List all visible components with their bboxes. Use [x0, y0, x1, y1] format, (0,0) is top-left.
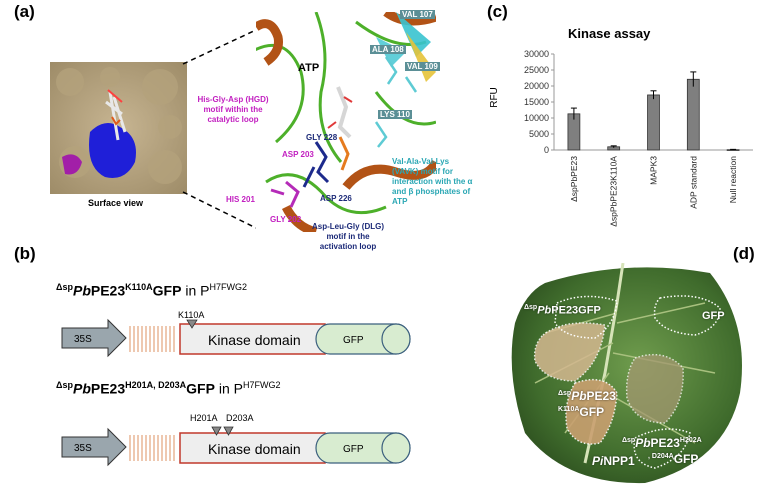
- panel-label-b: (b): [14, 244, 36, 263]
- leaf-label-pinpp1: PiNPP1: [592, 454, 635, 468]
- residue-asp226: ASP 226: [320, 194, 352, 203]
- residue-asp203: ASP 203: [282, 150, 314, 159]
- leaf-label-h202a: ΔspPbPE23H202A, D204AGFP: [622, 436, 702, 466]
- y-tick-label: 25000: [524, 65, 549, 75]
- x-tick-label: ADP standard: [688, 156, 698, 209]
- promoter-arrow: [61, 427, 127, 467]
- construct1-prefix: Δsp: [56, 282, 73, 292]
- panel-label-d: (d): [733, 244, 755, 263]
- residue-gly202: GLY 202: [270, 215, 302, 224]
- linker-stripes: [129, 435, 175, 461]
- leaf-photo: [505, 262, 745, 488]
- surface-view-panel: [50, 62, 187, 194]
- gfp-tag-label: GFP: [343, 335, 364, 346]
- gfp-tag-label: GFP: [343, 444, 364, 455]
- construct2-diagram: 35S Kinase domain GFP: [61, 427, 411, 467]
- leaf-label-gfp: GFP: [702, 310, 725, 322]
- kinase-domain-box: [179, 432, 326, 464]
- construct2-mutation: H201A, D203A: [125, 380, 187, 390]
- y-tick-label: 10000: [524, 113, 549, 123]
- mutation-k110a-label: K110A: [178, 310, 205, 320]
- protein-surface-image: [50, 62, 187, 194]
- construct2-gene: PE23: [90, 380, 126, 397]
- residue-val109: VAL 109: [405, 62, 440, 71]
- x-tick-label: MAPK3: [649, 156, 659, 185]
- construct2-title: ΔspPbPE23H201A, D203AGFP in PH7FWG2: [56, 380, 280, 397]
- leaf-label-pbpe23gfp: ΔspPbPE23GFP: [524, 304, 601, 317]
- construct1-diagram: 35S Kinase domain GFP: [61, 318, 411, 358]
- surface-view-caption: Surface view: [88, 198, 144, 208]
- construct1-title: ΔspPbPE23K110AGFP in PH7FWG2: [56, 282, 247, 299]
- residue-gly228: GLY 228: [306, 133, 338, 142]
- y-tick-label: 15000: [524, 97, 549, 107]
- vavk-motif-annotation: Val-Ala-Val-Lys (VAVK) motif for interac…: [392, 157, 473, 206]
- hgd-motif-annotation: His-Gly-Asp (HGD) motif within the catal…: [197, 95, 269, 124]
- mutation-d203a-label: D203A: [226, 413, 254, 423]
- panel-label-a: (a): [14, 2, 35, 21]
- x-tick-label: Null reaction: [728, 156, 738, 204]
- leaf-image: [505, 262, 745, 488]
- residue-ala108: ALA 108: [370, 45, 406, 54]
- linker-stripes: [129, 326, 175, 352]
- construct2-prefix: Δsp: [56, 380, 73, 390]
- mutation-h201a-label: H201A: [190, 413, 218, 423]
- construct1-species: Pb: [72, 282, 91, 299]
- y-tick-label: 5000: [529, 129, 549, 139]
- construct1-mutation: K110A: [125, 282, 153, 292]
- bar: [647, 94, 660, 151]
- construct1-vector: H7FWG2: [209, 282, 247, 292]
- x-tick-label: ΔspPbPE23: [569, 156, 579, 202]
- y-tick-label: 30000: [524, 49, 549, 59]
- construct1-in: in P: [181, 282, 210, 299]
- promoter-label: 35S: [74, 334, 92, 345]
- x-tick-label: ΔspPbPE23K110A: [609, 156, 619, 227]
- atp-label: ATP: [298, 62, 320, 74]
- construct2-in: in P: [214, 380, 243, 397]
- kinase-domain-label: Kinase domain: [208, 441, 301, 457]
- residue-his201: HIS 201: [226, 195, 255, 204]
- construct1-gene: PE23: [90, 282, 126, 299]
- construct1-gfp: GFP: [152, 282, 182, 299]
- construct2-vector: H7FWG2: [242, 380, 281, 390]
- mutation-markers: [211, 426, 234, 436]
- promoter-arrow: [61, 318, 127, 358]
- construct2-gfp: GFP: [186, 380, 215, 397]
- mutation-k110a-marker: [186, 319, 198, 329]
- residue-lys110: LYS 110: [378, 110, 412, 119]
- y-tick-label: 0: [544, 145, 549, 155]
- chart-title: Kinase assay: [568, 26, 651, 41]
- dlg-motif-annotation: Asp-Leu-Gly (DLG) motif in the activatio…: [312, 222, 384, 251]
- residue-val107: VAL 107: [400, 10, 435, 19]
- panel-label-c: (c): [487, 2, 508, 21]
- kinase-domain-label: Kinase domain: [208, 332, 301, 348]
- promoter-label: 35S: [74, 443, 92, 454]
- construct2-species: Pb: [72, 380, 91, 397]
- y-tick-label: 20000: [524, 81, 549, 91]
- bar: [686, 78, 700, 151]
